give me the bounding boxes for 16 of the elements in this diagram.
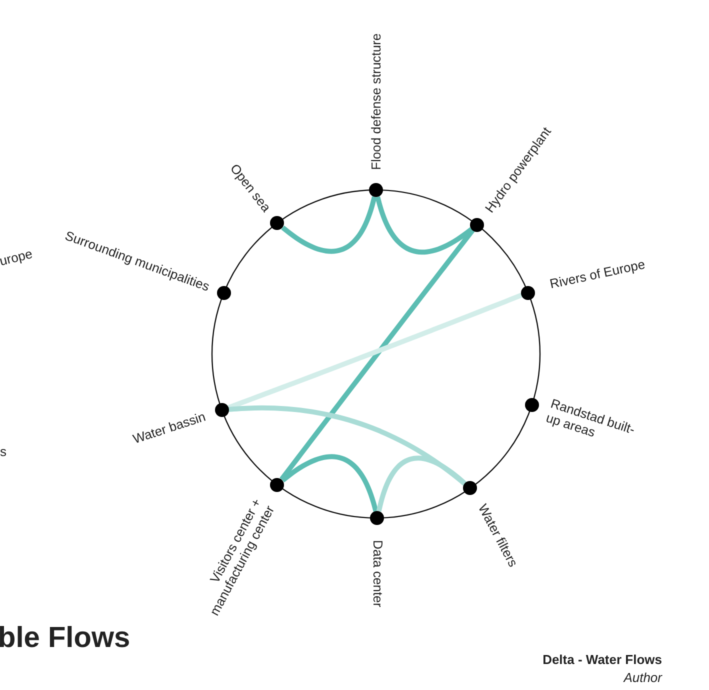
flow-ribbon [280,228,475,481]
node-label: Rivers of Europe [548,256,647,291]
flow-ribbon [376,456,467,512]
author-credit: Author [624,670,662,685]
node-label: Water bassin [130,409,208,447]
node-label: Data center [370,540,386,608]
node-label: Water filters [474,501,520,570]
flow-ribbon [228,292,522,410]
cut-title: ble Flows [0,622,130,655]
cut-label: s [0,444,6,459]
flow-ribbon [375,196,474,255]
node-label: Flood defense structure [368,33,384,170]
flow-ribbon [281,454,378,512]
flow-ribbon [281,196,377,254]
credit-title: Delta - Water Flows [542,652,662,667]
cut-label: urope [0,246,34,269]
